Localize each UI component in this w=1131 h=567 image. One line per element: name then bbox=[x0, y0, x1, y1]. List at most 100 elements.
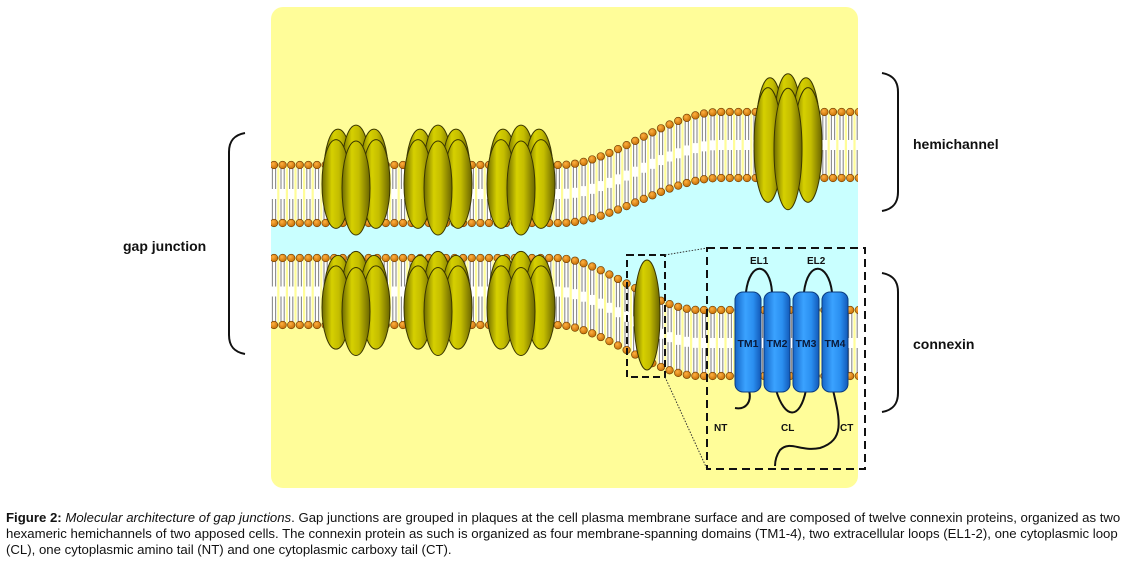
lipid-head bbox=[691, 305, 700, 314]
bilayer-core bbox=[700, 113, 708, 180]
bilayer-core bbox=[399, 165, 407, 223]
bilayer-core bbox=[855, 112, 858, 178]
lipid-head bbox=[708, 371, 717, 381]
lipid-head bbox=[682, 304, 691, 313]
lipid-head bbox=[656, 187, 666, 196]
bilayer-core bbox=[477, 258, 484, 325]
lipid-head bbox=[588, 262, 597, 271]
bilayer-core bbox=[391, 258, 398, 325]
lipid-head bbox=[579, 157, 588, 166]
bilayer-core bbox=[279, 258, 286, 325]
single-connexin bbox=[633, 259, 661, 371]
lipid-head bbox=[596, 266, 605, 275]
lipid-head bbox=[321, 253, 330, 263]
lipid-head bbox=[278, 160, 287, 170]
cl-label: CL bbox=[781, 423, 794, 434]
bilayer-core bbox=[692, 115, 699, 181]
tm-domain-3: TM3 bbox=[792, 291, 820, 393]
lipid-head bbox=[596, 211, 605, 220]
bilayer-core bbox=[821, 112, 828, 178]
lipid-head bbox=[682, 178, 691, 188]
tm-domain-2: TM2 bbox=[763, 291, 791, 393]
lipid-head bbox=[271, 253, 279, 263]
lipid-head bbox=[699, 109, 709, 118]
bilayer-core bbox=[580, 161, 587, 221]
bilayer-core bbox=[847, 310, 854, 376]
bilayer-core bbox=[683, 117, 690, 184]
lipid-head bbox=[553, 160, 562, 170]
lipid-head bbox=[398, 253, 408, 263]
bilayer-core bbox=[657, 300, 665, 367]
lipid-head bbox=[570, 217, 580, 226]
bilayer-core bbox=[632, 140, 639, 203]
lipid-head bbox=[699, 175, 709, 184]
lipid-head bbox=[553, 253, 562, 263]
lipid-head bbox=[639, 132, 648, 141]
bilayer-core bbox=[709, 112, 716, 179]
bilayer-core bbox=[683, 308, 690, 375]
tm-label: TM1 bbox=[738, 338, 759, 350]
lipid-head bbox=[295, 320, 304, 330]
lipid-head bbox=[656, 362, 666, 372]
lipid-head bbox=[639, 194, 648, 203]
bilayer-core bbox=[692, 309, 699, 376]
bilayer-core bbox=[709, 310, 716, 376]
hemichannel-label: hemichannel bbox=[913, 136, 999, 152]
bilayer-core bbox=[571, 260, 579, 328]
el1-label: EL1 bbox=[750, 256, 769, 267]
tm-label: TM3 bbox=[796, 338, 817, 350]
lipid-head bbox=[734, 107, 743, 117]
lipid-head bbox=[854, 371, 858, 381]
lipid-head bbox=[828, 173, 838, 183]
bilayer-core bbox=[838, 112, 845, 178]
zoom-source-box bbox=[626, 254, 666, 378]
lipid-head bbox=[622, 202, 631, 211]
lipid-head bbox=[631, 136, 640, 145]
lipid-head bbox=[631, 198, 640, 207]
tm-domain-1: TM1 bbox=[734, 291, 762, 393]
figure-number: Figure 2: bbox=[6, 510, 62, 525]
nt-tail bbox=[734, 389, 751, 410]
lipid-head bbox=[476, 160, 485, 170]
lipid-head bbox=[854, 305, 858, 315]
bilayer-core bbox=[554, 258, 561, 326]
lipid-head bbox=[562, 160, 571, 169]
lipid-head bbox=[648, 128, 657, 137]
bilayer-core bbox=[847, 112, 854, 178]
bilayer-core bbox=[726, 112, 733, 178]
connexin-bracket bbox=[881, 272, 899, 413]
bilayer-core bbox=[571, 163, 579, 222]
lipid-head bbox=[304, 320, 313, 330]
lipid-head bbox=[725, 371, 734, 381]
lipid-head bbox=[820, 107, 829, 117]
gap-junction-channel bbox=[321, 124, 391, 357]
lipid-head bbox=[278, 253, 287, 263]
lipid-head bbox=[304, 160, 313, 170]
figure-title: Molecular architecture of gap junctions bbox=[65, 510, 292, 525]
lipid-head bbox=[390, 320, 399, 330]
lipid-head bbox=[287, 253, 296, 263]
tm-helix bbox=[821, 291, 849, 393]
ct-tail bbox=[774, 389, 840, 467]
lipid-head bbox=[390, 160, 399, 170]
bilayer-core bbox=[743, 112, 751, 178]
tm-helix bbox=[763, 291, 791, 393]
lipid-head bbox=[613, 341, 623, 350]
lipid-head bbox=[656, 124, 666, 133]
lipid-head bbox=[613, 145, 623, 154]
lipid-head bbox=[734, 173, 743, 183]
gap-junction-channel bbox=[403, 124, 473, 357]
bilayer-core bbox=[399, 258, 407, 325]
zoom-detail-box bbox=[706, 247, 866, 470]
bilayer-core bbox=[563, 164, 570, 223]
lipid-head bbox=[312, 160, 322, 170]
zoom-connector-top bbox=[664, 247, 708, 256]
lipid-head bbox=[717, 305, 726, 315]
lipid-head bbox=[545, 253, 554, 263]
bilayer-core bbox=[666, 304, 673, 371]
connexin-subunit bbox=[423, 140, 453, 236]
lipid-head bbox=[708, 305, 717, 315]
lipid-head bbox=[278, 218, 287, 228]
lipid-head bbox=[691, 176, 700, 185]
